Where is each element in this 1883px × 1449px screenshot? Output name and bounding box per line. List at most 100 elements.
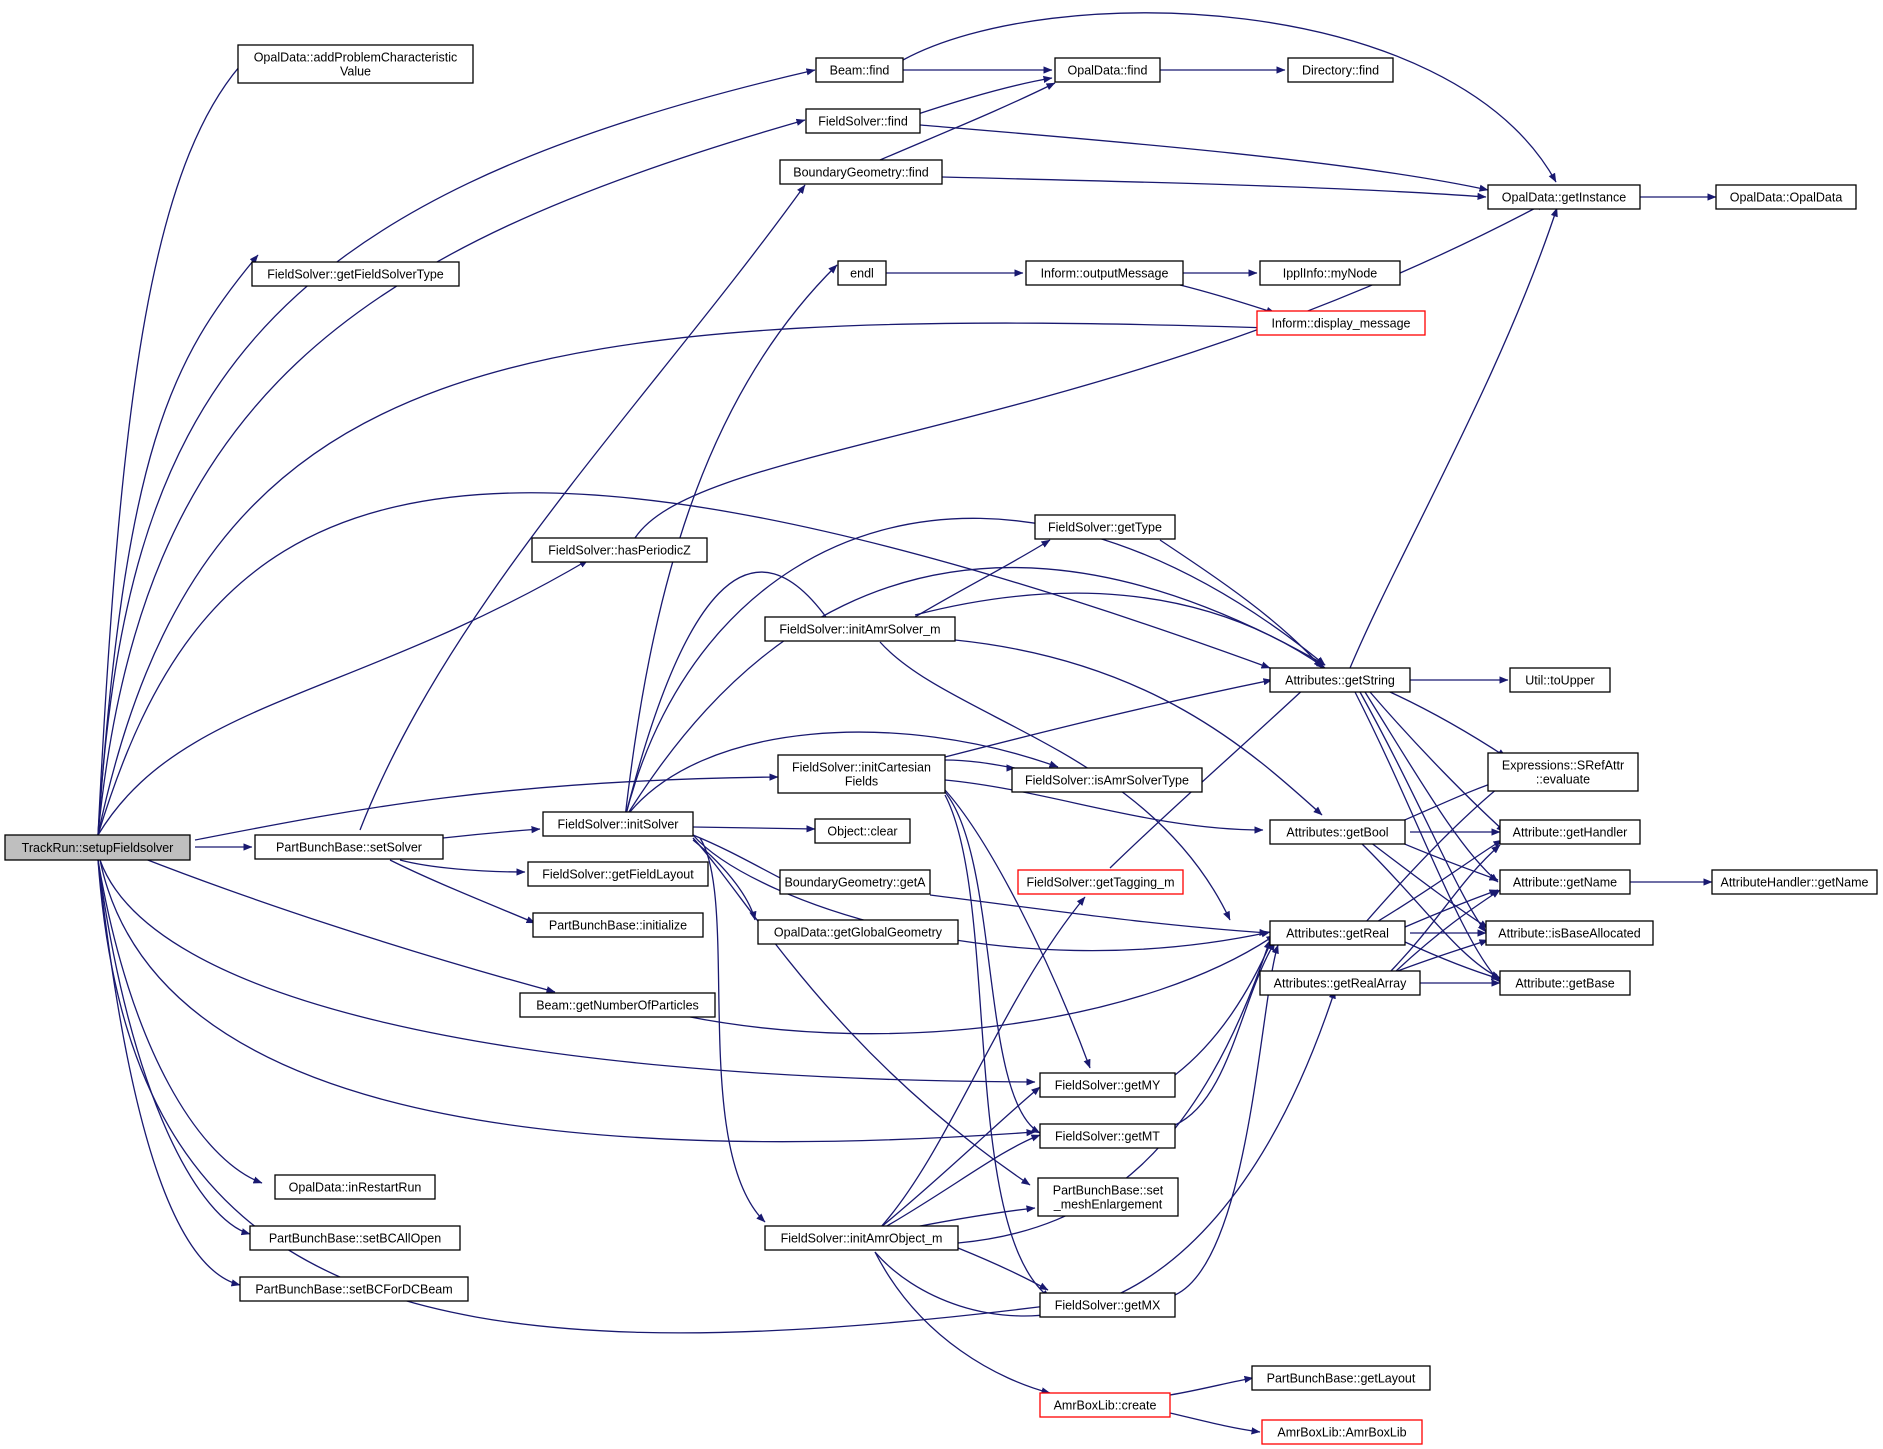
beam-getnumberofparticles-node[interactable]: Beam::getNumberOfParticles [519, 992, 716, 1018]
node-label: OpalData::getInstance [1502, 191, 1626, 205]
edge [194, 773, 779, 841]
edge [1179, 284, 1276, 314]
edge [97, 859, 251, 1236]
beam-find-node[interactable]: Beam::find [815, 57, 904, 83]
node-label: Value [340, 65, 371, 79]
attributes-getbool-node[interactable]: Attributes::getBool [1269, 819, 1406, 845]
node-box [237, 44, 474, 84]
expressions-srefattr-evaluate-node[interactable]: Expressions::SRefAttr::evaluate [1487, 752, 1639, 792]
node-label: Inform::display_message [1272, 317, 1411, 331]
edge [1354, 691, 1501, 983]
boundarygeometry-find-node[interactable]: BoundaryGeometry::find [779, 159, 943, 185]
node-label: FieldSolver::getFieldLayout [542, 868, 694, 882]
node-box [1037, 1177, 1179, 1217]
edge [914, 75, 1053, 116]
attributes-getreal-node[interactable]: Attributes::getReal [1269, 920, 1406, 946]
edge [139, 856, 556, 994]
edge [954, 639, 1323, 816]
attribute-isbaseallocated-node[interactable]: Attribute::isBaseAllocated [1485, 920, 1654, 946]
partbunchbase-set-meshenlargement-node[interactable]: PartBunchBase::set_meshEnlargement [1037, 1177, 1179, 1217]
directory-find-node[interactable]: Directory::find [1287, 57, 1394, 83]
edge [1364, 691, 1499, 883]
fieldsolver-getmy-node[interactable]: FieldSolver::getMY [1039, 1072, 1176, 1098]
node-box [1251, 1365, 1431, 1391]
partbunchbase-initialize-node[interactable]: PartBunchBase::initialize [532, 912, 704, 938]
node-box [542, 811, 694, 837]
edge [1359, 691, 1487, 933]
boundarygeometry-geta-node[interactable]: BoundaryGeometry::getA [779, 869, 931, 895]
partbunchbase-setbcfordcbeam-node[interactable]: PartBunchBase::setBCForDCBeam [239, 1276, 469, 1302]
edge [97, 118, 806, 836]
node-label: BoundaryGeometry::getA [784, 876, 926, 890]
opaldata-getinstance-node[interactable]: OpalData::getInstance [1487, 184, 1641, 210]
node-label: Expressions::SRefAttr [1502, 759, 1624, 773]
node-label: Attributes::getString [1285, 674, 1395, 688]
inform-display-message-node[interactable]: Inform::display_message [1256, 310, 1426, 336]
attribute-getname-node[interactable]: Attribute::getName [1499, 869, 1631, 895]
node-label: Directory::find [1302, 64, 1379, 78]
edge [944, 779, 1264, 834]
edge [624, 566, 1326, 819]
attributes-getrealarray-node[interactable]: Attributes::getRealArray [1259, 970, 1421, 996]
node-box [527, 861, 709, 887]
inform-outputmessage-node[interactable]: Inform::outputMessage [1025, 260, 1184, 286]
node-box [1487, 752, 1639, 792]
node-box [779, 159, 943, 185]
edge [97, 49, 256, 836]
nodes: TrackRun::setupFieldsolver OpalData::addP… [4, 44, 1878, 1445]
edge [97, 859, 263, 1184]
edge [957, 1247, 1049, 1291]
node-box [764, 616, 956, 642]
edge [97, 68, 816, 836]
node-box [1259, 970, 1421, 996]
fieldsolver-isamrsolvertype-node[interactable]: FieldSolver::isAmrSolverType [1011, 767, 1203, 793]
node-box [814, 818, 911, 844]
edge [399, 859, 526, 876]
partbunchbase-setbcallopen-node[interactable]: PartBunchBase::setBCAllOpen [249, 1225, 461, 1251]
amrboxlib-create-node[interactable]: AmrBoxLib::create [1039, 1392, 1171, 1418]
attributes-getstring-node[interactable]: Attributes::getString [1269, 667, 1411, 693]
amrboxlib-amrboxlib-node[interactable]: AmrBoxLib::AmrBoxLib [1261, 1419, 1423, 1445]
fieldsolver-initamrsolver-m-node[interactable]: FieldSolver::initAmrSolver_m [764, 616, 956, 642]
fieldsolver-gettype-node[interactable]: FieldSolver::getType [1034, 514, 1176, 540]
fieldsolver-find-node[interactable]: FieldSolver::find [805, 108, 921, 134]
attribute-gethandler-node[interactable]: Attribute::getHandler [1499, 819, 1641, 845]
fieldsolver-initsolver-node[interactable]: FieldSolver::initSolver [542, 811, 694, 837]
partbunchbase-setsolver-node[interactable]: PartBunchBase::setSolver [254, 834, 444, 860]
node-label: OpalData::getGlobalGeometry [774, 926, 943, 940]
node-label: Util::toUpper [1525, 674, 1594, 688]
fieldsolver-initamrobject-m-node[interactable]: FieldSolver::initAmrObject_m [764, 1225, 959, 1251]
node-box [1499, 819, 1641, 845]
opaldata-inrestartrun-node[interactable]: OpalData::inRestartRun [274, 1174, 436, 1200]
node-box [757, 919, 959, 945]
attribute-getbase-node[interactable]: Attribute::getBase [1499, 970, 1631, 996]
fieldsolver-getmt-node[interactable]: FieldSolver::getMT [1039, 1123, 1176, 1149]
node-box [251, 261, 460, 287]
edge [919, 124, 1489, 192]
fieldsolver-gettagging-m-node[interactable]: FieldSolver::getTagging_m [1017, 869, 1184, 895]
util-toupper-node[interactable]: Util::toUpper [1509, 667, 1611, 693]
object-clear-node[interactable]: Object::clear [814, 818, 911, 844]
node-label: Attribute::getHandler [1513, 826, 1628, 840]
edge [1359, 841, 1501, 979]
ipplinfo-mynode-node[interactable]: IpplInfo::myNode [1259, 260, 1401, 286]
opaldata-opaldata-node[interactable]: OpalData::OpalData [1715, 184, 1857, 210]
opaldata-find-node[interactable]: OpalData::find [1054, 57, 1161, 83]
fieldsolver-getmx-node[interactable]: FieldSolver::getMX [1039, 1292, 1176, 1318]
edge [97, 254, 259, 836]
partbunchbase-getlayout-node[interactable]: PartBunchBase::getLayout [1251, 1365, 1431, 1391]
fieldsolver-getfieldlayout-node[interactable]: FieldSolver::getFieldLayout [527, 861, 709, 887]
node-box [1034, 514, 1176, 540]
endl-node[interactable]: endl [837, 260, 887, 286]
fieldsolver-hasperiodicz-node[interactable]: FieldSolver::hasPeriodicZ [531, 537, 708, 563]
edge [389, 859, 536, 924]
opaldata-getglobalgeometry-node[interactable]: OpalData::getGlobalGeometry [757, 919, 959, 945]
fieldsolver-getfieldsolvertype-node[interactable]: FieldSolver::getFieldSolverType [251, 261, 460, 287]
node-box [1287, 57, 1394, 83]
edge [874, 989, 1336, 1317]
attributehandler-getname-node[interactable]: AttributeHandler::getName [1711, 869, 1878, 895]
trackrun-setupfieldsolver-node[interactable]: TrackRun::setupFieldsolver [4, 834, 191, 861]
